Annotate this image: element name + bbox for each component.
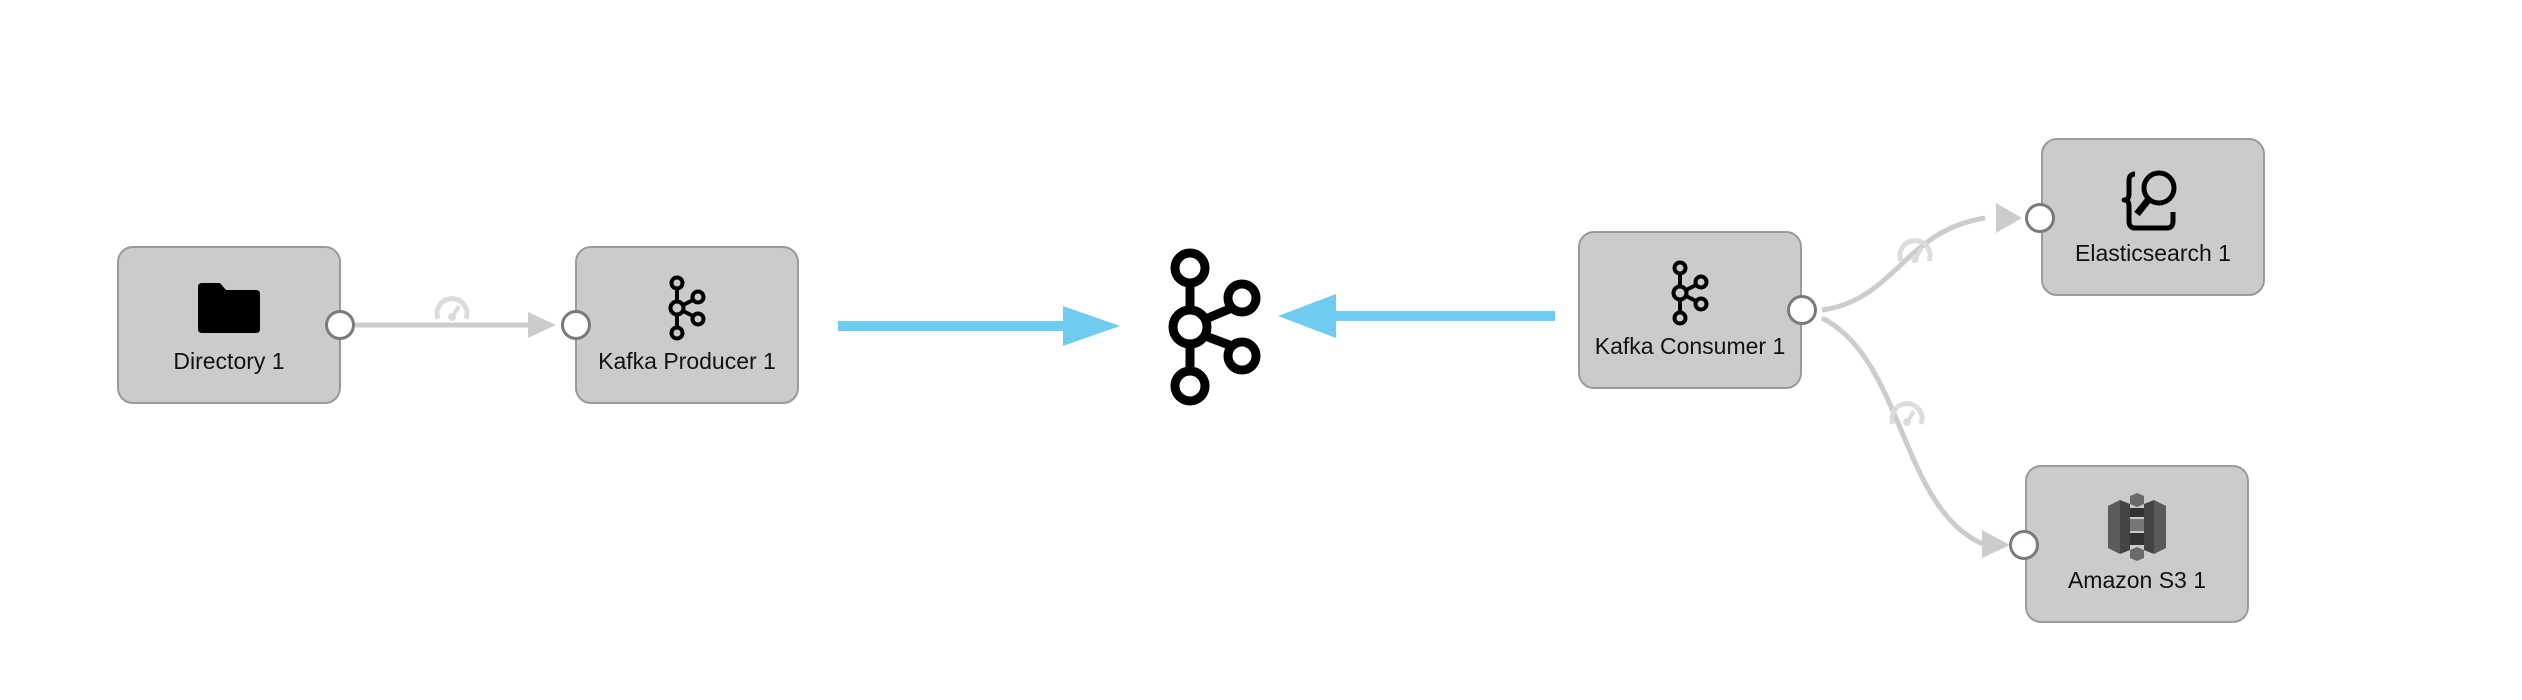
amazon-s3-icon	[2027, 491, 2247, 563]
output-port[interactable]	[325, 310, 355, 340]
folder-icon	[119, 272, 339, 344]
link-consumer-to-elasticsearch[interactable]	[1821, 203, 2022, 313]
input-port[interactable]	[2009, 530, 2039, 560]
node-directory[interactable]: Directory 1	[117, 246, 341, 404]
throughput-gauge-icon	[437, 299, 467, 321]
node-kafka-producer[interactable]: Kafka Producer 1	[575, 246, 799, 404]
kafka-icon	[1580, 257, 1800, 329]
link-consumer-to-s3[interactable]	[1820, 315, 2010, 558]
node-kafka-consumer[interactable]: Kafka Consumer 1	[1578, 231, 1802, 389]
kafka-icon	[577, 272, 797, 344]
kafka-icon	[1168, 248, 1261, 406]
node-elasticsearch[interactable]: Elasticsearch 1	[2041, 138, 2265, 296]
node-label: Kafka Producer 1	[598, 348, 776, 374]
input-port[interactable]	[2025, 203, 2055, 233]
link-directory-to-producer[interactable]	[355, 299, 556, 338]
node-label: Kafka Consumer 1	[1594, 333, 1786, 359]
flow-arrow-kafka-to-consumer	[1278, 294, 1555, 338]
output-port[interactable]	[1787, 295, 1817, 325]
node-amazon-s3[interactable]: Amazon S3 1	[2025, 465, 2249, 623]
node-label: Directory 1	[173, 348, 285, 374]
input-port[interactable]	[561, 310, 591, 340]
node-label: Elasticsearch 1	[2075, 240, 2231, 266]
flow-arrow-producer-to-kafka	[838, 306, 1120, 346]
elasticsearch-icon	[2043, 164, 2263, 236]
node-label: Amazon S3 1	[2067, 567, 2207, 593]
